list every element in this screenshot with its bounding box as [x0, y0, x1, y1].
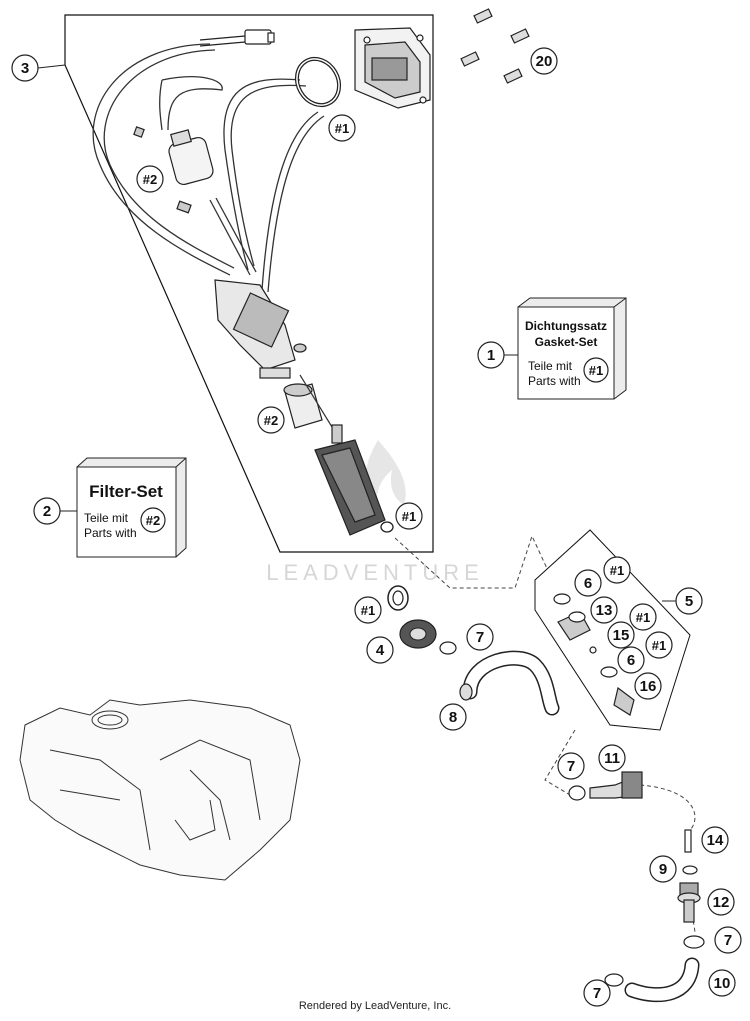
retaining-pin-14	[684, 829, 692, 853]
svg-text:7: 7	[567, 758, 575, 775]
ref-2-filter: #2	[136, 165, 164, 193]
svg-text:14: 14	[707, 832, 724, 849]
callout-7-b: 7	[557, 752, 585, 780]
watermark-text: LEADVENTURE	[266, 560, 484, 585]
callout-4: 4	[366, 636, 394, 664]
callout-16: 16	[634, 672, 662, 700]
svg-text:11: 11	[604, 750, 620, 767]
ref-1-set-a: #1	[603, 556, 631, 584]
svg-text:16: 16	[640, 678, 657, 695]
callout-7-a: 7	[466, 623, 494, 651]
gasket-set-line2: Parts with	[528, 374, 581, 388]
gasket-set-title-en: Gasket-Set	[535, 335, 598, 349]
filter-set-title: Filter-Set	[89, 482, 163, 501]
wiring-connector	[199, 29, 275, 47]
callout-6-b: 6	[617, 646, 645, 674]
svg-text:6: 6	[627, 652, 635, 669]
svg-text:4: 4	[376, 642, 385, 659]
ref-2-ring: #2	[257, 406, 285, 434]
gasket-set-title-de: Dichtungssatz	[525, 319, 607, 333]
fuel-filter	[133, 126, 214, 214]
ref-1-set-c: #1	[645, 631, 673, 659]
hose-clamps	[439, 641, 705, 987]
filter-ring	[283, 383, 323, 429]
shaft-seal-4	[399, 619, 437, 649]
svg-text:#1: #1	[610, 563, 624, 578]
svg-text:#1: #1	[652, 638, 666, 653]
ref-1-gasket: #1	[354, 596, 382, 624]
svg-text:#1: #1	[335, 121, 349, 136]
hose-connector-12	[677, 882, 701, 923]
fuel-pump-hoses	[92, 43, 325, 293]
filter-set-line2: Parts with	[84, 526, 137, 540]
svg-text:#2: #2	[143, 172, 157, 187]
o-ring-9	[682, 865, 698, 875]
quick-connector-11	[589, 771, 643, 799]
fuel-pump-body	[214, 279, 307, 379]
callout-13: 13	[590, 596, 618, 624]
fuel-pump-motor	[314, 424, 386, 536]
assembly-3-frame	[64, 14, 434, 553]
fuel-pump-flange	[354, 27, 431, 109]
svg-text:3: 3	[21, 60, 29, 77]
svg-text:10: 10	[714, 975, 731, 992]
gasket-set-box: Dichtungssatz Gasket-Set Teile mit Parts…	[517, 297, 627, 400]
ref-1-top: #1	[328, 114, 356, 142]
fuel-tank	[19, 699, 301, 881]
fuel-hose-10-fill	[626, 959, 698, 1001]
svg-text:7: 7	[476, 629, 484, 646]
svg-text:13: 13	[596, 602, 613, 619]
callout-6-a: 6	[574, 569, 602, 597]
svg-text:#1: #1	[402, 509, 416, 524]
gasket-ring	[387, 585, 409, 611]
svg-text:15: 15	[613, 627, 630, 644]
filter-set-ref: #2	[146, 513, 160, 528]
callout-5: 5	[675, 587, 703, 615]
kit-5-parts	[553, 593, 635, 716]
svg-text:#1: #1	[636, 610, 650, 625]
callout-12: 12	[707, 888, 735, 916]
screws-20	[460, 8, 530, 84]
callout-11: 11	[598, 744, 626, 772]
svg-text:2: 2	[43, 503, 51, 520]
fuel-hose-8-end	[459, 683, 473, 701]
svg-text:7: 7	[724, 932, 732, 949]
o-ring-seal-top	[294, 56, 342, 108]
callout-15: 15	[607, 621, 635, 649]
footer-credit: Rendered by LeadVenture, Inc.	[298, 1000, 452, 1012]
callout-20: 20	[530, 47, 558, 75]
gasket-set-ref: #1	[589, 363, 603, 378]
callout-10: 10	[708, 969, 736, 997]
gasket-set-line1: Teile mit	[528, 359, 573, 373]
callout-8: 8	[439, 703, 467, 731]
svg-text:12: 12	[713, 894, 730, 911]
svg-text:20: 20	[536, 53, 553, 70]
svg-text:#2: #2	[264, 413, 278, 428]
svg-text:5: 5	[685, 593, 693, 610]
svg-text:8: 8	[449, 709, 457, 726]
callout-7-c: 7	[714, 926, 742, 954]
svg-text:7: 7	[593, 985, 601, 1002]
svg-text:9: 9	[659, 861, 667, 878]
callout-9: 9	[649, 855, 677, 883]
callout-14: 14	[701, 826, 729, 854]
pump-o-ring	[380, 521, 394, 533]
filter-set-line1: Teile mit	[84, 511, 129, 525]
callout-1: 1	[477, 341, 505, 369]
svg-text:#1: #1	[361, 603, 375, 618]
fuel-hose-8-fill	[464, 652, 558, 714]
filter-set-box: Filter-Set Teile mit Parts with #2	[76, 457, 187, 558]
svg-text:1: 1	[487, 347, 495, 364]
callout-7-d: 7	[583, 979, 611, 1007]
callout-3: 3	[11, 54, 39, 82]
callout-2: 2	[33, 497, 61, 525]
ref-1-pump: #1	[395, 502, 423, 530]
svg-text:6: 6	[584, 575, 592, 592]
ref-1-set-b: #1	[629, 603, 657, 631]
